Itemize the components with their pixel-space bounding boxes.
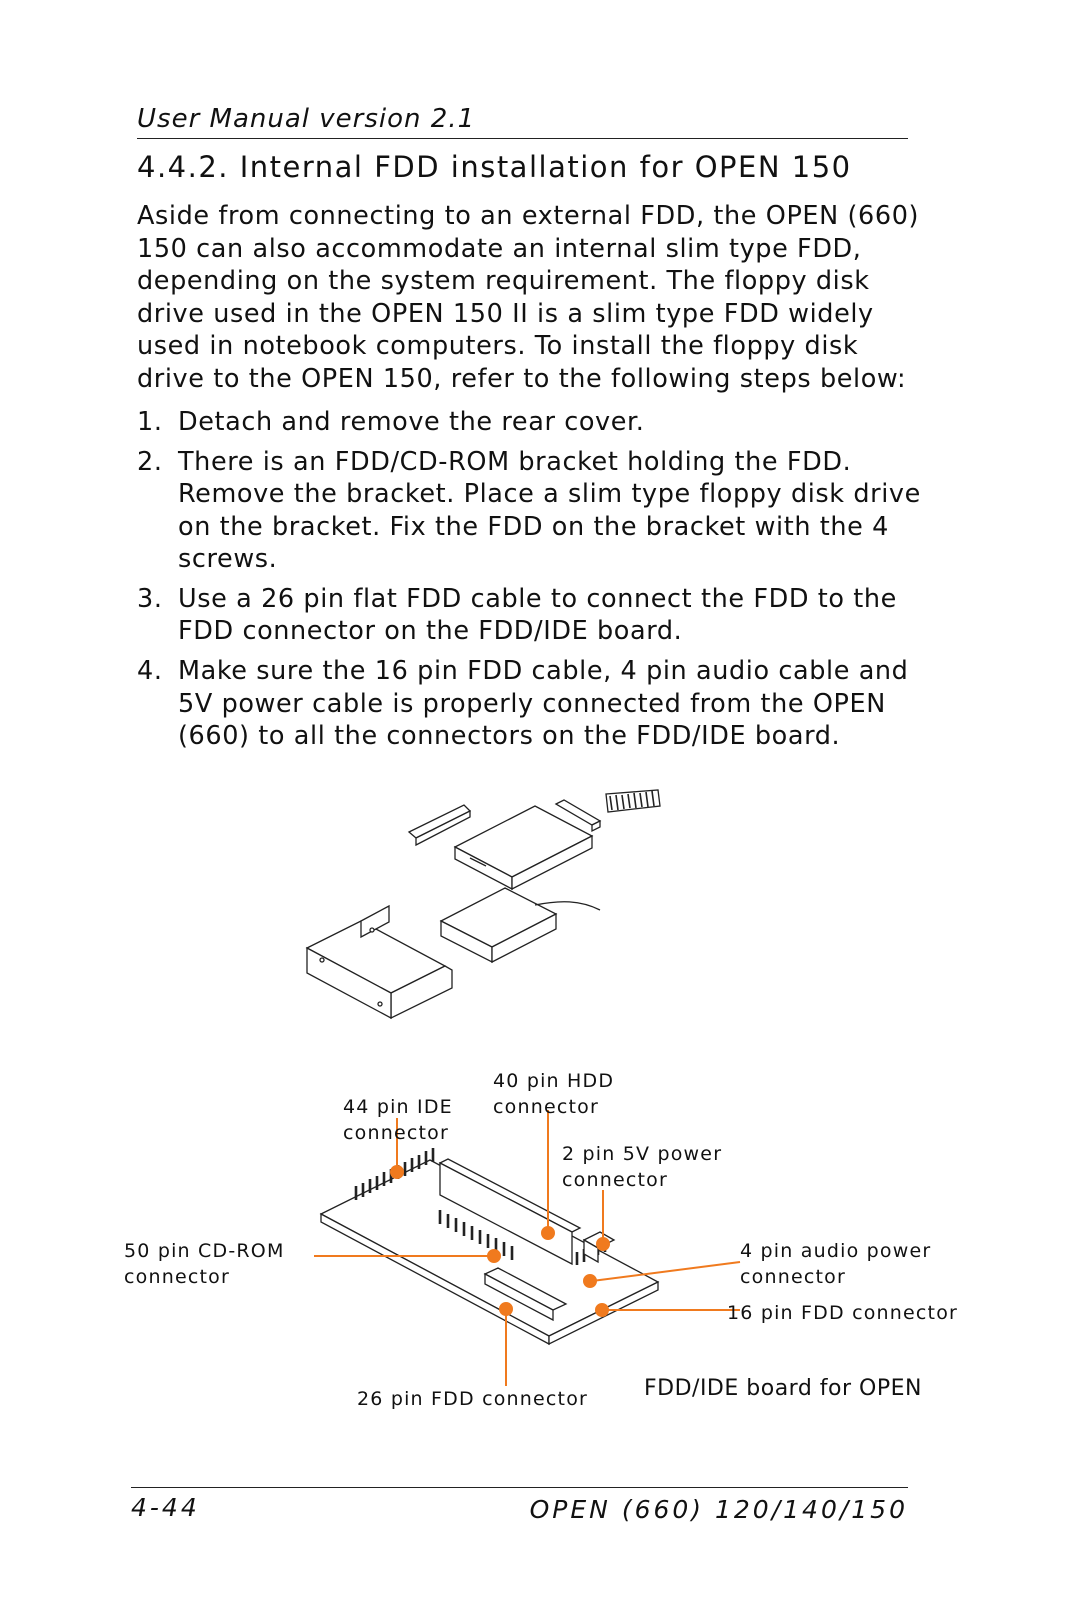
intro-paragraph: Aside from connecting to an external FDD… [137, 201, 920, 394]
label-4pin-audio: 4 pin audio power connector [740, 1240, 932, 1288]
section-title: 4.4.2. Internal FDD installation for OPE… [137, 150, 852, 184]
cdrom50-pins [438, 1210, 514, 1260]
step-number: 2. [137, 447, 163, 478]
step-text: There is an FDD/CD-ROM bracket holding t… [178, 447, 921, 574]
step-text: Make sure the 16 pin FDD cable, 4 pin au… [178, 656, 909, 751]
step-item: 1. Detach and remove the rear cover. [137, 406, 927, 438]
label-26pin-fdd: 26 pin FDD connector [357, 1388, 589, 1410]
step-text: Use a 26 pin flat FDD cable to connect t… [178, 584, 897, 647]
step-number: 3. [137, 584, 163, 615]
hdd-header [439, 1161, 573, 1266]
step-number: 4. [137, 656, 163, 687]
label-16pin-fdd: 16 pin FDD connector [727, 1302, 959, 1324]
steps-list: 1. Detach and remove the rear cover. 2. Th… [137, 406, 927, 760]
footer-title: OPEN (660) 120/140/150 [529, 1495, 908, 1524]
figure-caption: FDD/IDE board for OPEN [644, 1376, 922, 1401]
label-44pin-ide: 44 pin IDE connector [343, 1096, 453, 1144]
running-header: User Manual version 2.1 [137, 104, 908, 139]
label-50pin-cdrom: 50 pin CD-ROM connector [124, 1240, 285, 1288]
footer-rule [131, 1487, 908, 1488]
label-40pin-hdd: 40 pin HDD connector [493, 1070, 615, 1118]
page-number: 4-44 [131, 1493, 200, 1522]
step-item: 2. There is an FDD/CD-ROM bracket holding… [137, 446, 927, 575]
label-2pin-5v-power: 2 pin 5V power connector [562, 1143, 723, 1191]
step-number: 1. [137, 407, 163, 437]
step-item: 4. Make sure the 16 pin FDD cable, 4 pin … [137, 655, 927, 752]
step-text: Detach and remove the rear cover. [178, 407, 645, 437]
header-text: User Manual version 2.1 [137, 104, 476, 134]
step-item: 3. Use a 26 pin flat FDD cable to connect… [137, 583, 927, 647]
